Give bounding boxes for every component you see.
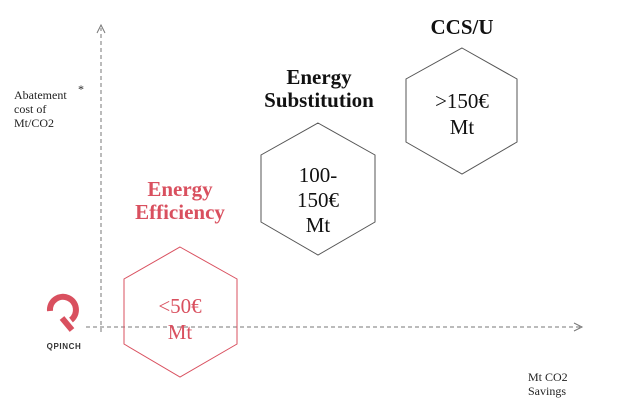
x-axis-label-line: Savings: [528, 384, 567, 398]
value-line: >150€: [435, 89, 489, 113]
title-line: Substitution: [264, 88, 374, 113]
value-line: Mt: [167, 320, 193, 344]
title-line: Efficiency: [135, 200, 225, 225]
brand-name: QPINCH: [46, 342, 82, 351]
title-ccsu: CCS/U: [402, 15, 522, 39]
y-axis-label-line: Abatement: [14, 88, 67, 102]
y-axis-label: Abatement cost of Mt/CO2 *: [14, 82, 84, 130]
value-line: Mt: [449, 115, 475, 139]
x-axis-label: Mt CO2 Savings: [528, 370, 568, 398]
value-line: 100-: [298, 163, 338, 187]
y-axis-asterisk: *: [78, 82, 84, 96]
y-axis-arrow: [96, 23, 106, 34]
title-energy-efficiency: Energy Efficiency: [120, 177, 240, 225]
hexagon-ccsu: [405, 47, 518, 175]
value-energy-efficiency: <50€ Mt: [130, 293, 230, 345]
title-line: CCS/U: [430, 15, 494, 39]
title-line: Energy: [286, 65, 352, 89]
value-line: <50€: [158, 294, 202, 318]
hexagon-energy-substitution: [260, 122, 376, 256]
title-energy-substitution: Energy Substitution: [244, 65, 394, 113]
qpinch-logo-icon: [46, 293, 79, 332]
title-line: Energy: [147, 177, 213, 201]
value-line: 150€: [297, 188, 339, 212]
y-axis-label-line: cost of: [14, 102, 47, 116]
hexagon-energy-efficiency: [123, 246, 238, 378]
value-line: Mt: [305, 213, 331, 237]
y-axis-label-line: Mt/CO2: [14, 116, 55, 130]
value-ccsu: >150€ Mt: [412, 88, 512, 140]
value-energy-substitution: 100- 150€ Mt: [268, 163, 368, 238]
x-axis-arrow: [573, 322, 584, 332]
x-axis-label-line: Mt CO2: [528, 370, 568, 384]
